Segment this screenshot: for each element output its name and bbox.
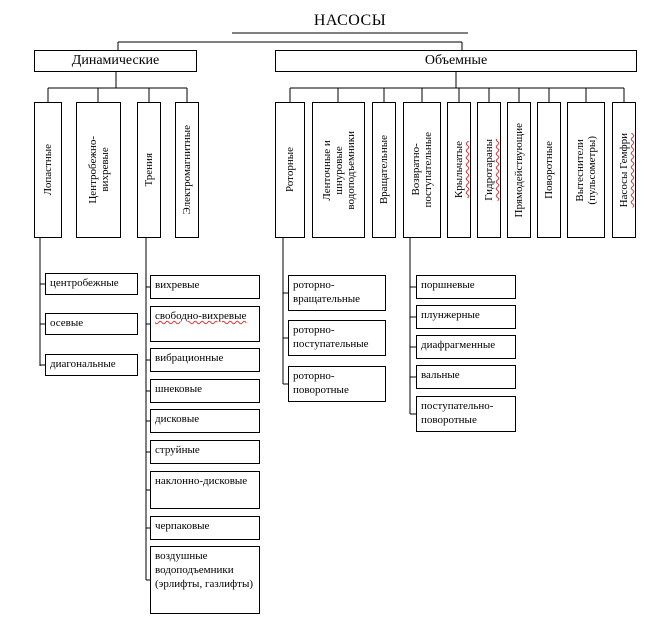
item-rotorno-vraschatelnye: роторно-вращательные bbox=[288, 275, 386, 311]
type-elektromagnitnye: Электромагнитные bbox=[175, 102, 199, 238]
item-diagonalnye: диагональные bbox=[45, 354, 138, 376]
item-label: свободно-вихревые bbox=[155, 310, 247, 322]
item-diafragmennye: диафрагменные bbox=[416, 335, 516, 359]
type-rotornye: Роторные bbox=[275, 102, 305, 238]
type-povorotnye: Поворотные bbox=[537, 102, 561, 238]
item-rotorno-postupatelnye: роторно-поступательные bbox=[288, 320, 386, 356]
type-label: Роторные bbox=[284, 147, 296, 193]
type-label: Насосы Гемфри bbox=[618, 132, 630, 208]
type-label: Гидротараны bbox=[483, 139, 495, 201]
type-pryamodeystvuyuschie: Прямодействующие bbox=[507, 102, 531, 238]
item-cherpakovye: черпаковые bbox=[150, 516, 260, 540]
type-label: Вращательные bbox=[378, 135, 390, 205]
item-diskovye: дисковые bbox=[150, 409, 260, 433]
type-label: Ленточные и шнуровые водоподъемники bbox=[320, 130, 357, 210]
type-lopastnye: Лопастные bbox=[34, 102, 62, 238]
item-vibracionnye: вибрационные bbox=[150, 348, 260, 372]
category-volumetric: Объемные bbox=[275, 50, 637, 72]
item-naklonno-diskovye: наклонно-дисковые bbox=[150, 471, 260, 509]
type-centrobezhno-vihrevye: Центробежно- вихревые bbox=[76, 102, 121, 238]
type-label: Трения bbox=[143, 153, 155, 187]
diagram-title: НАСОСЫ bbox=[313, 12, 387, 29]
type-label: Вытеснители (пульсометры) bbox=[574, 135, 598, 205]
item-postupatelno-povorotnye: поступательно-поворотные bbox=[416, 396, 516, 432]
type-gidrotarany: Гидротараны bbox=[477, 102, 501, 238]
type-vytesniteli: Вытеснители (пульсометры) bbox=[567, 102, 605, 238]
type-label: Поворотные bbox=[543, 141, 555, 199]
type-label: Крыльчатые bbox=[453, 141, 465, 199]
item-valnye: вальные bbox=[416, 365, 516, 389]
type-lentochnye: Ленточные и шнуровые водоподъемники bbox=[312, 102, 365, 238]
type-krylchatye: Крыльчатые bbox=[447, 102, 471, 238]
type-label: Прямодействующие bbox=[513, 122, 525, 218]
type-nasosy-gemfri: Насосы Гемфри bbox=[612, 102, 636, 238]
item-struynye: струйные bbox=[150, 440, 260, 464]
type-label: Возвратно- поступательные bbox=[410, 132, 434, 208]
item-osevye: осевые bbox=[45, 313, 138, 335]
item-porshnevye: поршневые bbox=[416, 275, 516, 299]
item-centrobezhnye: центробежные bbox=[45, 273, 138, 295]
type-label: Лопастные bbox=[42, 144, 54, 196]
type-treniya: Трения bbox=[137, 102, 161, 238]
item-svobodno-vihrevye: свободно-вихревые bbox=[150, 306, 260, 342]
item-rotorno-povorotnye: роторно-поворотные bbox=[288, 366, 386, 402]
category-dynamic: Динамические bbox=[34, 50, 197, 72]
item-plunzhernye: плунжерные bbox=[416, 305, 516, 329]
item-vihrevye: вихревые bbox=[150, 275, 260, 299]
type-vozvratno-postupatelnye: Возвратно- поступательные bbox=[403, 102, 441, 238]
item-vozdushnye-vodopodemniki: воздушные водоподъемники (эрлифты, газли… bbox=[150, 546, 260, 614]
type-label: Центробежно- вихревые bbox=[86, 136, 111, 204]
type-vraschatelnye: Вращательные bbox=[372, 102, 396, 238]
item-shnekovye: шнековые bbox=[150, 379, 260, 403]
type-label: Электромагнитные bbox=[181, 125, 193, 215]
